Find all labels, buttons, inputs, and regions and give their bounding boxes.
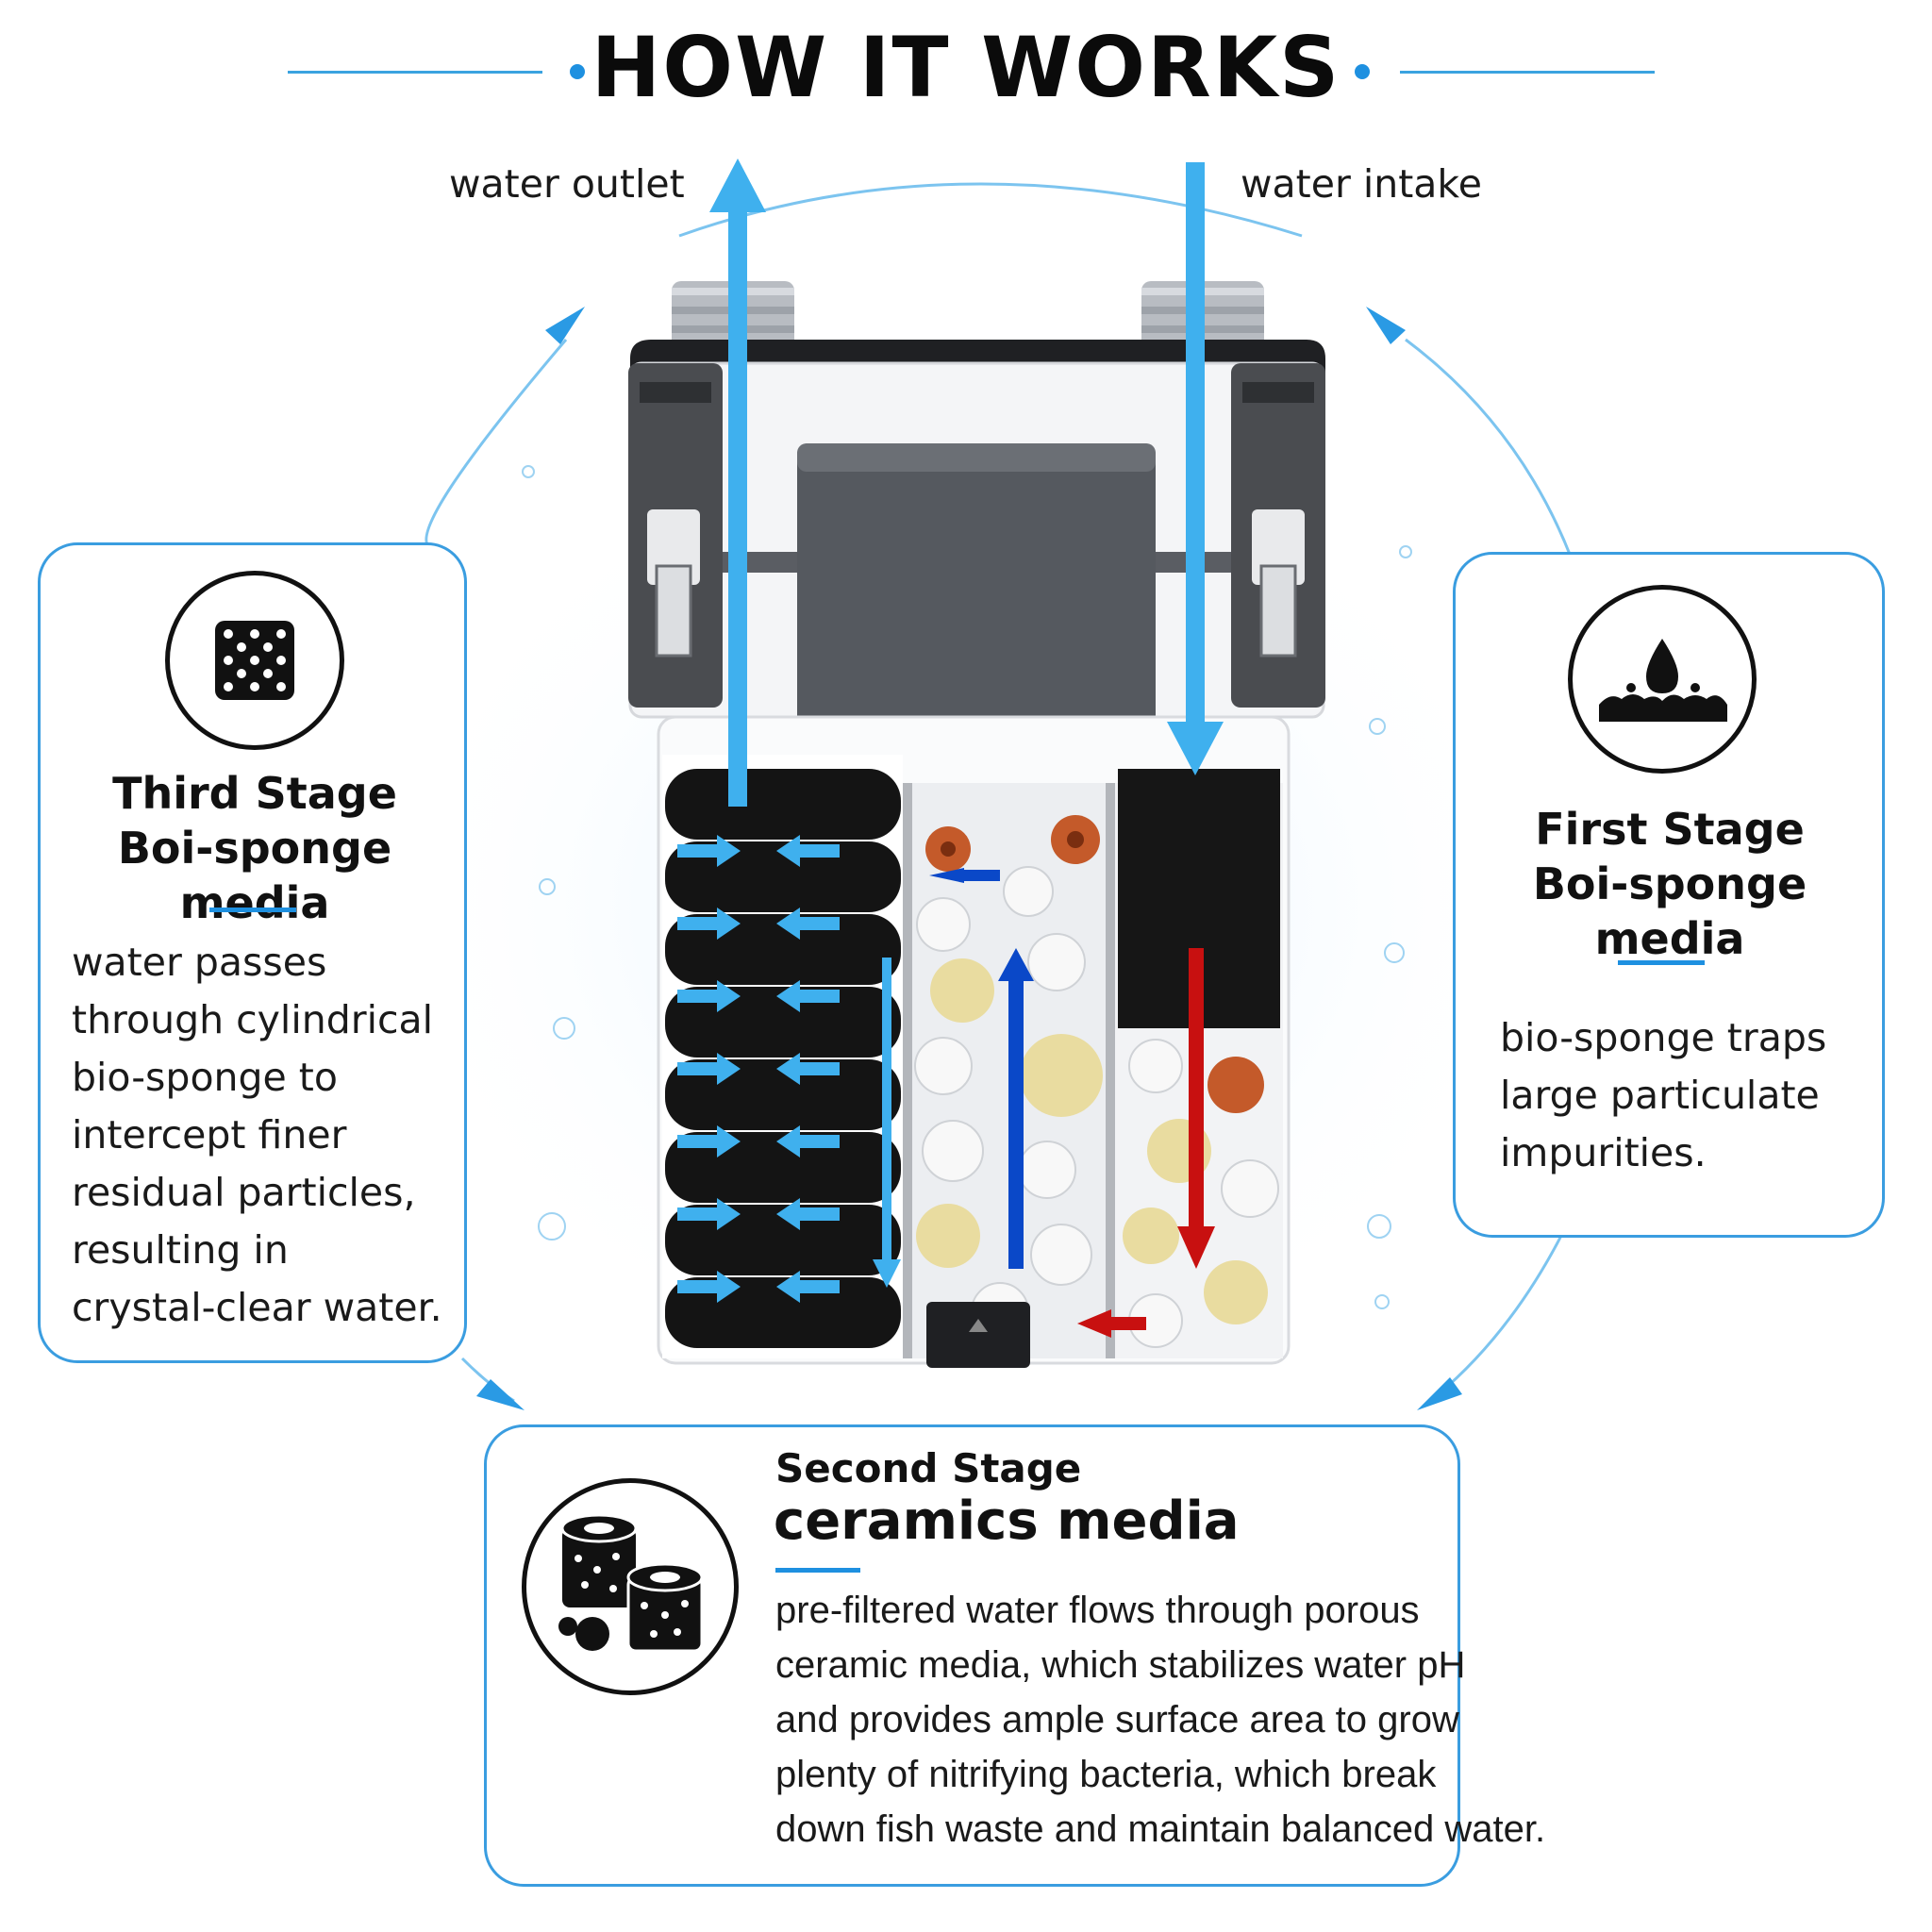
- third-stage-line: water passes: [72, 940, 327, 985]
- first-stage-line: impurities.: [1500, 1130, 1707, 1175]
- third-stage-line: crystal-clear water.: [72, 1285, 442, 1330]
- second-stage-icon-circle: [522, 1478, 739, 1695]
- third-stage-icon-circle: [165, 571, 344, 750]
- water-outlet-label: water outlet: [449, 161, 685, 207]
- third-stage-line: residual particles,: [72, 1170, 416, 1215]
- water-intake-label: water intake: [1241, 161, 1482, 207]
- second-stage-line: pre-filtered water flows through porous: [775, 1590, 1420, 1631]
- first-stage-title-line2: Boi-sponge media: [1532, 858, 1807, 964]
- sponge-dots-icon: [215, 621, 294, 700]
- header-line-right: [1400, 71, 1655, 74]
- intake-flow-shaft: [1186, 162, 1205, 728]
- first-stage-divider: [1618, 960, 1705, 965]
- arc-arrow-right: [1366, 307, 1406, 344]
- third-stage-line: resulting in: [72, 1227, 289, 1273]
- first-stage-description: bio-sponge traps large particulate impur…: [1500, 1009, 1826, 1182]
- first-stage-flow-head: [1177, 1226, 1215, 1269]
- third-stage-title-line1: Third Stage: [112, 768, 397, 819]
- arc-arrow-bottom-right: [1417, 1377, 1462, 1410]
- ceramic-rings-icon: [558, 1513, 704, 1653]
- first-stage-title-line1: First Stage: [1535, 804, 1805, 855]
- water-drop-icon: [1599, 639, 1727, 722]
- ceramic-flow-shaft: [1008, 976, 1024, 1269]
- outlet-flow-shaft: [728, 203, 747, 807]
- second-stage-title-line2: ceramics media: [774, 1491, 1240, 1552]
- third-stage-line: through cylindrical: [72, 997, 434, 1042]
- header-dot-right: [1355, 64, 1370, 79]
- second-stage-line: ceramic media, which stabilizes water pH: [775, 1644, 1466, 1686]
- third-stage-title-line2: Boi-sponge media: [117, 823, 392, 928]
- second-stage-description: pre-filtered water flows through porous …: [775, 1583, 1545, 1857]
- header-line-left: [288, 71, 542, 74]
- third-stage-line: bio-sponge to: [72, 1055, 338, 1100]
- header-dot-left: [570, 64, 585, 79]
- third-stage-description: water passes through cylindrical bio-spo…: [72, 934, 442, 1337]
- first-stage-icon-circle: [1568, 585, 1757, 774]
- outlet-flow-head: [709, 158, 766, 212]
- second-stage-divider: [775, 1568, 860, 1573]
- intake-flow-head: [1167, 722, 1224, 775]
- first-stage-line: bio-sponge traps: [1500, 1015, 1827, 1060]
- page-title: HOW IT WORKS: [591, 19, 1341, 116]
- arc-arrow-left: [545, 307, 585, 344]
- third-stage-divider: [209, 908, 296, 912]
- third-stage-line: intercept finer: [72, 1112, 347, 1158]
- ceramic-flow-head: [998, 948, 1034, 981]
- second-stage-line: down fish waste and maintain balanced wa…: [775, 1808, 1546, 1850]
- left-clamp: [628, 363, 723, 708]
- second-stage-line: plenty of nitrifying bacteria, which bre…: [775, 1754, 1437, 1795]
- arc-left: [425, 339, 568, 549]
- third-stage-title: Third Stage Boi-sponge media: [52, 766, 458, 930]
- first-stage-title: First Stage Boi-sponge media: [1457, 802, 1882, 966]
- second-stage-title-line1: Second Stage: [775, 1445, 1082, 1491]
- first-stage-line: large particulate: [1500, 1073, 1820, 1118]
- arc-right: [1405, 338, 1573, 558]
- second-stage-line: and provides ample surface area to grow: [775, 1699, 1459, 1740]
- right-clamp: [1231, 363, 1325, 708]
- arc-arrow-bottom-left: [476, 1379, 525, 1410]
- first-stage-flow-shaft: [1189, 948, 1204, 1231]
